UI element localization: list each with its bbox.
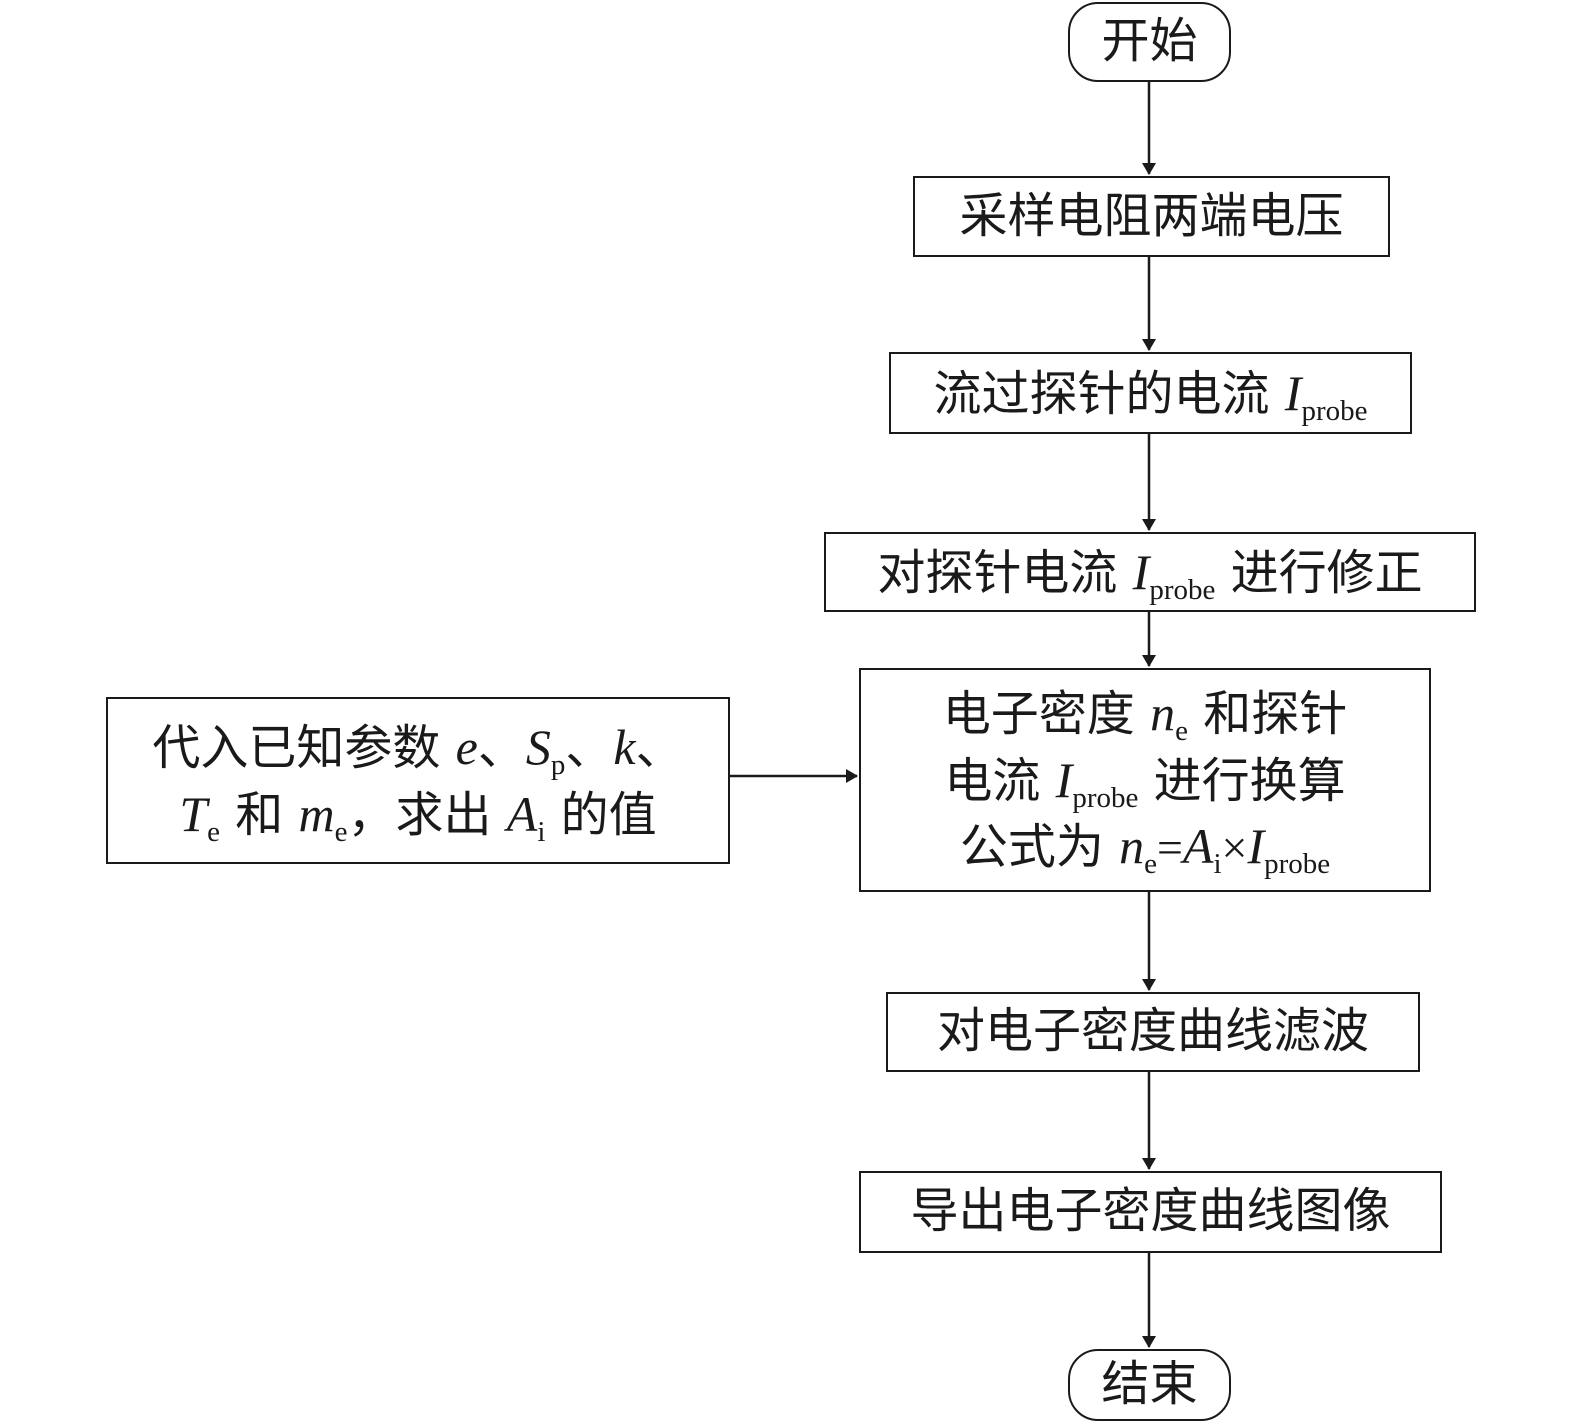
step-conversion-formula: 电子密度 ne 和探针 电流 Iprobe 进行换算 公式为 ne=Ai×Ipr…: [859, 668, 1431, 892]
step-filter-curve-label: 对电子密度曲线滤波: [936, 1003, 1369, 1060]
step-probe-current: 流过探针的电流 Iprobe: [889, 352, 1412, 434]
step-sample-voltage-label: 采样电阻两端电压: [959, 187, 1344, 244]
end-node: 结束: [1068, 1349, 1231, 1421]
start-label: 开始: [1101, 13, 1198, 70]
step-conversion-formula-text: 电子密度 ne 和探针 电流 Iprobe 进行换算 公式为 ne=Ai×Ipr…: [943, 680, 1347, 879]
formula-line-1: 电子密度 ne 和探针: [942, 685, 1348, 748]
params-line-2: Te 和 me，求出 Ai 的值: [179, 785, 657, 848]
formula-line-3: 公式为 ne=Ai×Iprobe: [959, 818, 1331, 881]
params-line-1: 代入已知参数 e、Sp、k、: [152, 719, 684, 782]
formula-line-2: 电流 Iprobe 进行换算: [944, 751, 1346, 814]
step-probe-current-label: 流过探针的电流 Iprobe: [933, 364, 1368, 427]
side-known-parameters-text: 代入已知参数 e、Sp、k、 Te 和 me，求出 Ai 的值: [152, 714, 683, 847]
side-known-parameters: 代入已知参数 e、Sp、k、 Te 和 me，求出 Ai 的值: [106, 697, 730, 864]
step-sample-voltage: 采样电阻两端电压: [913, 176, 1390, 257]
step-export-image: 导出电子密度曲线图像: [859, 1171, 1442, 1253]
step-correct-current-label: 对探针电流 Iprobe 进行修正: [877, 543, 1423, 606]
step-export-image-label: 导出电子密度曲线图像: [910, 1183, 1391, 1240]
step-correct-current: 对探针电流 Iprobe 进行修正: [824, 532, 1476, 612]
step-filter-curve: 对电子密度曲线滤波: [886, 992, 1420, 1072]
end-label: 结束: [1101, 1356, 1198, 1413]
start-node: 开始: [1068, 2, 1231, 82]
